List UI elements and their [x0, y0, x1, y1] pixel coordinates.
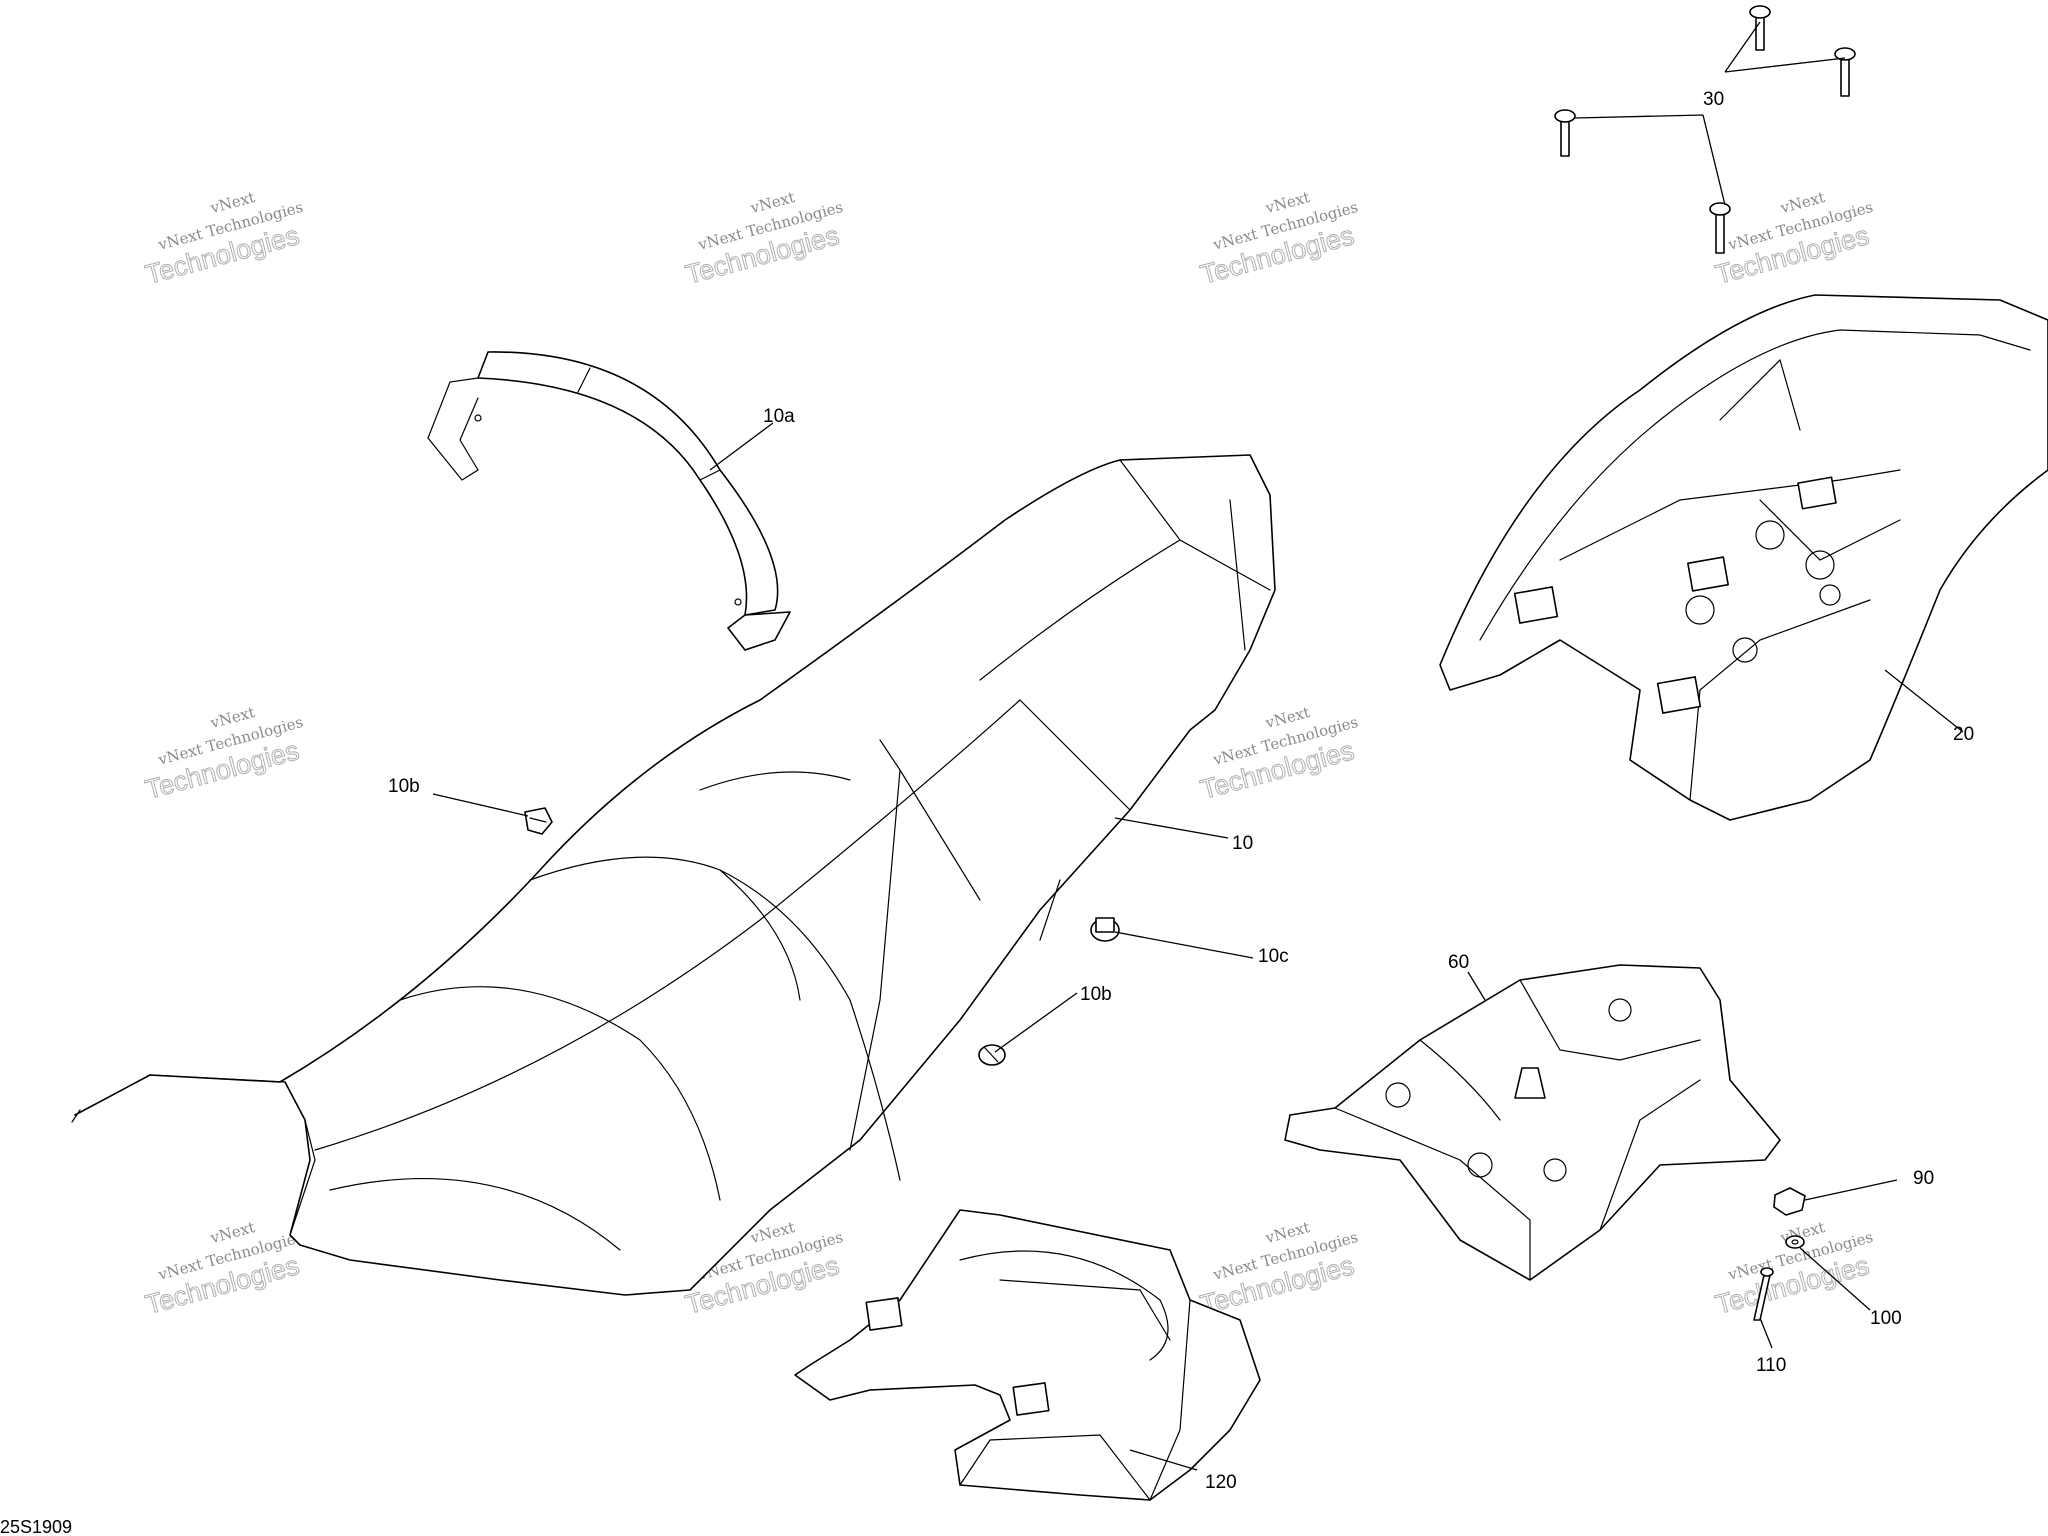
- screw: [1749, 5, 1771, 51]
- callout-10: 10: [1232, 833, 1253, 854]
- bolt-part: [1753, 1267, 1774, 1321]
- callout-30: 30: [1703, 89, 1724, 110]
- screw: [1834, 47, 1856, 97]
- seat-part: [71, 454, 1276, 1296]
- drawing-id: 25S1909: [0, 1517, 72, 1536]
- inner-panel-part: [1284, 964, 1781, 1281]
- watermark: vNext vNext Technologies Technologies: [142, 1218, 305, 1320]
- screws-part: [1554, 5, 1856, 254]
- callout-100: 100: [1870, 1308, 1902, 1329]
- callout-110: 110: [1756, 1355, 1786, 1376]
- watermark: vNext vNext Technologies Technologies: [1712, 1218, 1875, 1320]
- watermark: vNext vNext Technologies Technologies: [142, 703, 305, 805]
- clip-part-upper: [524, 807, 553, 835]
- screw: [1709, 202, 1731, 254]
- storage-tray-part: [794, 1209, 1261, 1501]
- rear-frame-part: [1439, 294, 2048, 821]
- screw: [1554, 109, 1576, 157]
- callout-10a: 10a: [763, 406, 795, 427]
- nut-part: [1773, 1187, 1806, 1216]
- clip-part-10c: [1090, 917, 1120, 942]
- watermark: vNext vNext Technologies Technologies: [1712, 188, 1875, 290]
- callout-90: 90: [1913, 1168, 1934, 1189]
- watermark: vNext vNext Technologies Technologies: [142, 188, 305, 290]
- callout-10b-upper: 10b: [388, 776, 420, 797]
- callout-20: 20: [1953, 724, 1974, 745]
- washer-part: [1785, 1235, 1805, 1249]
- callout-10c: 10c: [1258, 946, 1289, 967]
- leader-lines: [432, 21, 1964, 1471]
- callout-120: 120: [1205, 1472, 1237, 1493]
- watermark: vNext vNext Technologies Technologies: [1197, 1218, 1360, 1320]
- grab-strap-part: [427, 351, 791, 651]
- watermark: vNext vNext Technologies Technologies: [1197, 188, 1360, 290]
- callout-60: 60: [1448, 952, 1469, 973]
- callout-labels: 10a 10 10b 10c 10b 20 30 60 90 100 110 1…: [388, 89, 1974, 1493]
- watermark: vNext vNext Technologies Technologies: [682, 188, 845, 290]
- callout-10b-lower: 10b: [1080, 984, 1112, 1005]
